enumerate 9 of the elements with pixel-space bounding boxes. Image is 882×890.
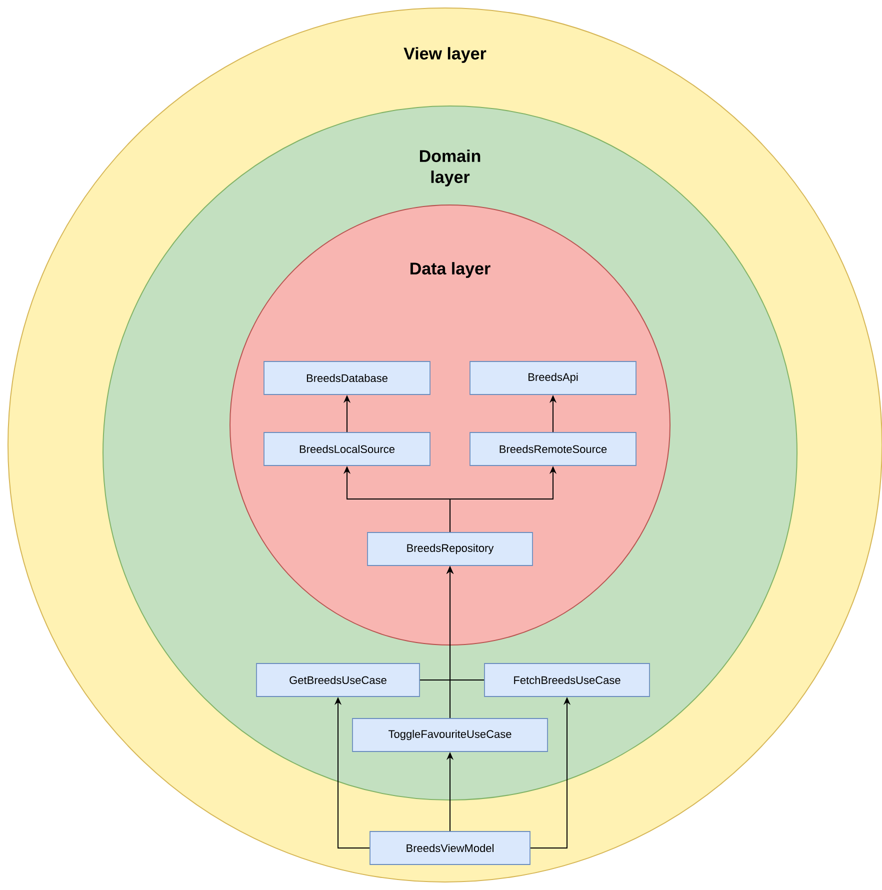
class-box: BreedsRemoteSource <box>470 432 636 466</box>
class-box: BreedsViewModel <box>370 831 530 865</box>
class-box: ToggleFavouriteUseCase <box>352 718 548 752</box>
class-box: BreedsLocalSource <box>264 432 430 466</box>
class-box: BreedsApi <box>470 361 636 395</box>
class-box: FetchBreedsUseCase <box>484 663 650 697</box>
class-box: BreedsDatabase <box>264 361 430 395</box>
class-box: BreedsRepository <box>367 532 533 566</box>
class-box: GetBreedsUseCase <box>256 663 420 697</box>
